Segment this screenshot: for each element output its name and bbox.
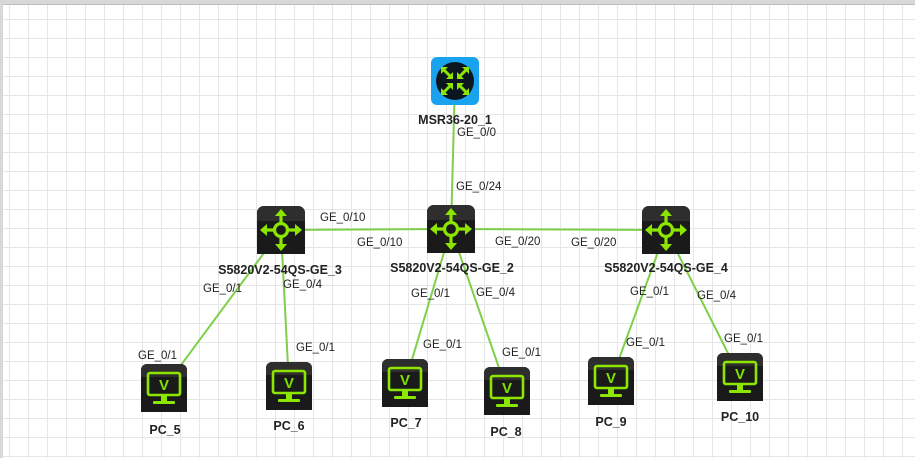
links-layer: [163, 80, 741, 392]
pc-glyph: V: [606, 370, 616, 387]
node-label: S5820V2-54QS-GE_2: [390, 261, 514, 275]
pc-glyph: V: [735, 366, 745, 383]
node-pc8[interactable]: V PC_8: [483, 366, 531, 439]
port-label: GE_0/1: [502, 347, 541, 359]
canvas-top-border: [0, 0, 915, 5]
port-label: GE_0/10: [357, 237, 402, 249]
link-sw_left-pc6[interactable]: [280, 229, 290, 387]
port-label: GE_0/4: [283, 279, 323, 291]
node-pc7[interactable]: V PC_7: [381, 358, 429, 430]
link-sw_right-pc10[interactable]: [665, 229, 741, 378]
port-label: GE_0/1: [138, 350, 177, 362]
node-label: PC_7: [390, 416, 421, 430]
node-label: S5820V2-54QS-GE_3: [218, 263, 342, 277]
link-sw_right-pc9[interactable]: [610, 229, 667, 382]
node-sw_right[interactable]: S5820V2-54QS-GE_4: [604, 205, 728, 275]
node-sw_core[interactable]: S5820V2-54QS-GE_2: [390, 204, 514, 275]
port-label: GE_0/1: [630, 286, 669, 298]
port-label: GE_0/10: [320, 212, 365, 224]
port-label: GE_0/4: [476, 287, 516, 299]
port-label: GE_0/4: [697, 290, 737, 302]
node-pc10[interactable]: V PC_10: [716, 352, 764, 424]
switch-icon[interactable]: [426, 204, 476, 254]
node-label: PC_6: [273, 419, 304, 433]
router-icon[interactable]: [430, 56, 480, 106]
node-sw_left[interactable]: S5820V2-54QS-GE_3: [218, 205, 342, 277]
node-label: MSR36-20_1: [418, 113, 492, 127]
canvas-left-border: [0, 0, 3, 458]
node-label: PC_5: [149, 423, 180, 437]
port-label: GE_0/20: [571, 237, 616, 249]
port-label: GE_0/1: [411, 288, 450, 300]
node-router[interactable]: MSR36-20_1: [418, 56, 492, 127]
link-sw_core-pc8[interactable]: [450, 228, 508, 392]
port-label: GE_0/0: [457, 127, 496, 139]
pc-glyph: V: [284, 375, 294, 392]
switch-icon[interactable]: [256, 205, 306, 255]
port-label: GE_0/1: [203, 283, 242, 295]
node-label: S5820V2-54QS-GE_4: [604, 261, 728, 275]
switch-icon[interactable]: [641, 205, 691, 255]
node-label: PC_10: [721, 410, 759, 424]
port-label: GE_0/1: [724, 333, 763, 345]
pc-glyph: V: [159, 377, 169, 394]
port-label: GE_0/24: [456, 181, 502, 193]
port-label: GE_0/20: [495, 236, 540, 248]
link-sw_core-sw_right[interactable]: [450, 228, 667, 231]
link-sw_left-sw_core[interactable]: [280, 228, 452, 231]
node-label: PC_9: [595, 415, 626, 429]
port-label: GE_0/1: [423, 339, 462, 351]
node-pc6[interactable]: V PC_6: [265, 361, 313, 433]
link-sw_left-pc5[interactable]: [163, 229, 282, 389]
node-label: PC_8: [490, 425, 521, 439]
link-sw_core-pc7[interactable]: [404, 228, 452, 384]
node-pc5[interactable]: V PC_5: [140, 363, 188, 437]
link-router-sw_core[interactable]: [450, 80, 456, 230]
node-pc9[interactable]: V PC_9: [587, 356, 635, 429]
pc-glyph: V: [400, 372, 410, 389]
pc-glyph: V: [502, 380, 512, 397]
port-label: GE_0/1: [626, 337, 665, 349]
port-label: GE_0/1: [296, 342, 335, 354]
